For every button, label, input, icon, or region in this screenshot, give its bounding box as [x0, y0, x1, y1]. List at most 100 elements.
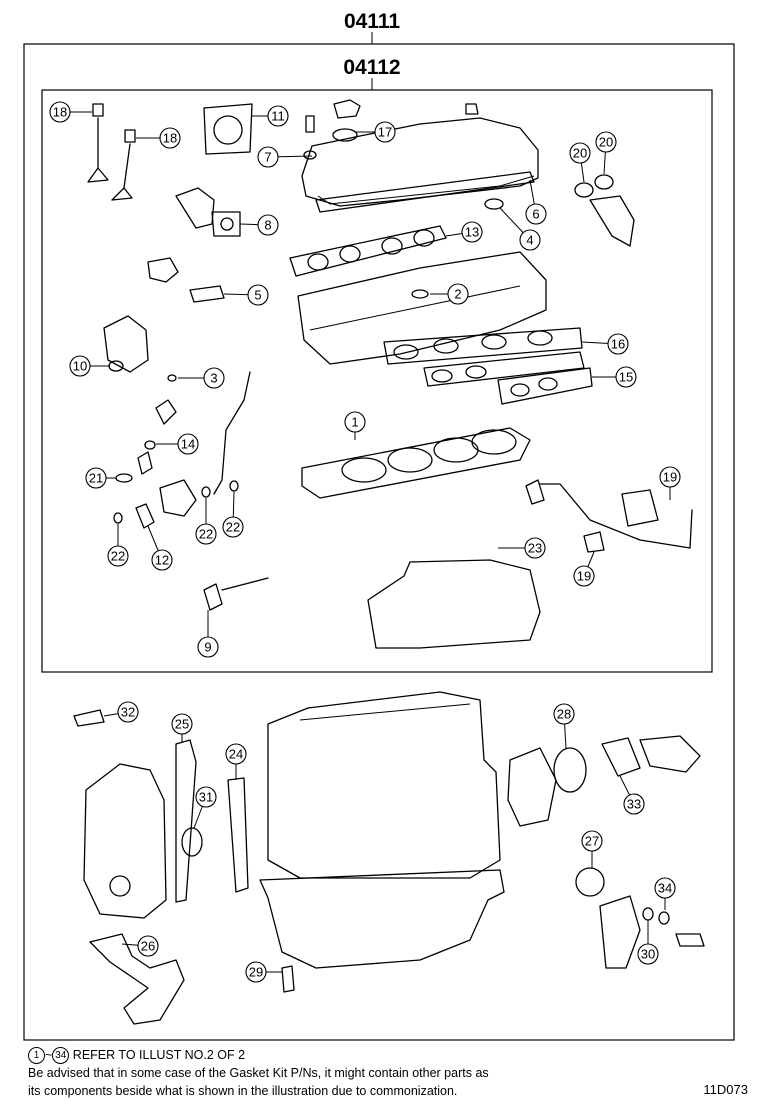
- callout-circle: [595, 131, 617, 153]
- o-ring-14: [144, 440, 156, 450]
- kit-code-outer: 04111: [344, 10, 400, 33]
- callout-circle: [137, 935, 159, 957]
- washer-2: [411, 289, 429, 299]
- callout-label: 29: [249, 965, 263, 980]
- oil-seal-31: [181, 827, 203, 857]
- water-outlet: [175, 187, 241, 237]
- hose-12: [135, 503, 155, 529]
- callout-label: 9: [204, 640, 211, 655]
- callout-label: 22: [226, 520, 240, 535]
- callout-label: 20: [599, 135, 613, 150]
- callout-circle: [615, 366, 637, 388]
- bypass-pipe: [213, 371, 251, 495]
- callout-label: 10: [73, 359, 87, 374]
- callout-circle: [69, 355, 91, 377]
- callout-label: 3: [210, 371, 217, 386]
- intake-manifold-gasket: [289, 225, 447, 277]
- rear-oil-seal-retainer: [507, 747, 557, 827]
- callout-circle: [573, 565, 595, 587]
- sensor-5: [147, 257, 179, 283]
- o-ring-21: [115, 473, 133, 483]
- callout-circle: [107, 545, 129, 567]
- callout-label: 21: [89, 471, 103, 486]
- callout-label: 4: [526, 233, 533, 248]
- filler-cap-gasket: [332, 128, 358, 142]
- lower-block-sketch: [367, 559, 541, 649]
- callout-circle: [461, 221, 483, 243]
- rear-oil-seal-28: [553, 747, 587, 793]
- callout-label: 22: [111, 549, 125, 564]
- callout-label: 15: [619, 370, 633, 385]
- disclaimer-line-1: Be advised that in some case of the Gask…: [28, 1066, 489, 1081]
- callout-label: 25: [175, 717, 189, 732]
- callout-circle: [171, 713, 193, 735]
- throttle-body-gasket: [203, 103, 253, 155]
- gasket-33: [601, 737, 641, 777]
- cylinder-block: [267, 691, 501, 879]
- drawing-code: 11D073: [703, 1082, 748, 1097]
- outer-kit-frame: [23, 43, 735, 1041]
- callout-label: 32: [121, 705, 135, 720]
- callout-circle: [519, 229, 541, 251]
- washer-30: [642, 907, 654, 921]
- callout-label: 20: [573, 146, 587, 161]
- cam-housing-20: [589, 195, 635, 247]
- disclaimer-line-2: its components beside what is shown in t…: [28, 1084, 458, 1099]
- o-ring-3: [167, 374, 177, 382]
- callout-circle: [344, 411, 366, 433]
- intake-gasket-upper: [423, 351, 585, 387]
- callout-label: 17: [378, 125, 392, 140]
- timing-gasket-24: [227, 777, 249, 893]
- callout-circle: [267, 105, 289, 127]
- callout-circle: [553, 703, 575, 725]
- callout-circle: [525, 203, 547, 225]
- callout-circle: [257, 146, 279, 168]
- callout-circle: [49, 101, 71, 123]
- callout-label: 19: [577, 569, 591, 584]
- callout-label: 30: [641, 947, 655, 962]
- bolt-32: [73, 709, 105, 727]
- bolt-34: [675, 933, 705, 947]
- callout-label: 12: [155, 553, 169, 568]
- washer-22c: [229, 480, 239, 492]
- callout-label: 18: [53, 105, 67, 120]
- callout-label: 31: [199, 790, 213, 805]
- callout-label: 22: [199, 527, 213, 542]
- callout-circle: [374, 121, 396, 143]
- callout-circle: [195, 786, 217, 808]
- callout-circle: [85, 467, 107, 489]
- callout-label: 26: [141, 939, 155, 954]
- range-separator: ~: [45, 1048, 53, 1062]
- callout-circle: [654, 877, 676, 899]
- callout-circle: [581, 830, 603, 852]
- inner-kit-frame: [41, 89, 713, 673]
- thermostat-housing: [103, 315, 149, 373]
- callout-label: 16: [611, 337, 625, 352]
- refer-text: REFER TO ILLUST NO.2 OF 2: [72, 1048, 246, 1062]
- range-start-badge: 1: [28, 1047, 45, 1065]
- callout-label: 24: [229, 747, 243, 762]
- pipe-bracket-19: [621, 489, 659, 527]
- oil-strainer: [89, 933, 185, 1025]
- callout-label: 5: [254, 288, 261, 303]
- callout-circle: [607, 333, 629, 355]
- callout-label: 18: [163, 131, 177, 146]
- injector: [155, 399, 177, 425]
- exhaust-manifold-gasket: [383, 327, 583, 365]
- gasket-9: [203, 583, 223, 611]
- callout-circle: [177, 433, 199, 455]
- callout-label: 33: [627, 797, 641, 812]
- callout-circle: [637, 943, 659, 965]
- intake-valve: [87, 103, 109, 183]
- callout-circle: [195, 523, 217, 545]
- range-end-badge: 34: [52, 1047, 70, 1065]
- callout-label: 27: [585, 834, 599, 849]
- gasket-5: [189, 285, 225, 303]
- callout-label: 13: [465, 225, 479, 240]
- seal-20b: [594, 174, 614, 190]
- callout-label: 7: [264, 150, 271, 165]
- exhaust-pipe-9: [221, 577, 269, 591]
- cylinder-head-cover: [301, 99, 539, 213]
- washer-34: [658, 911, 670, 925]
